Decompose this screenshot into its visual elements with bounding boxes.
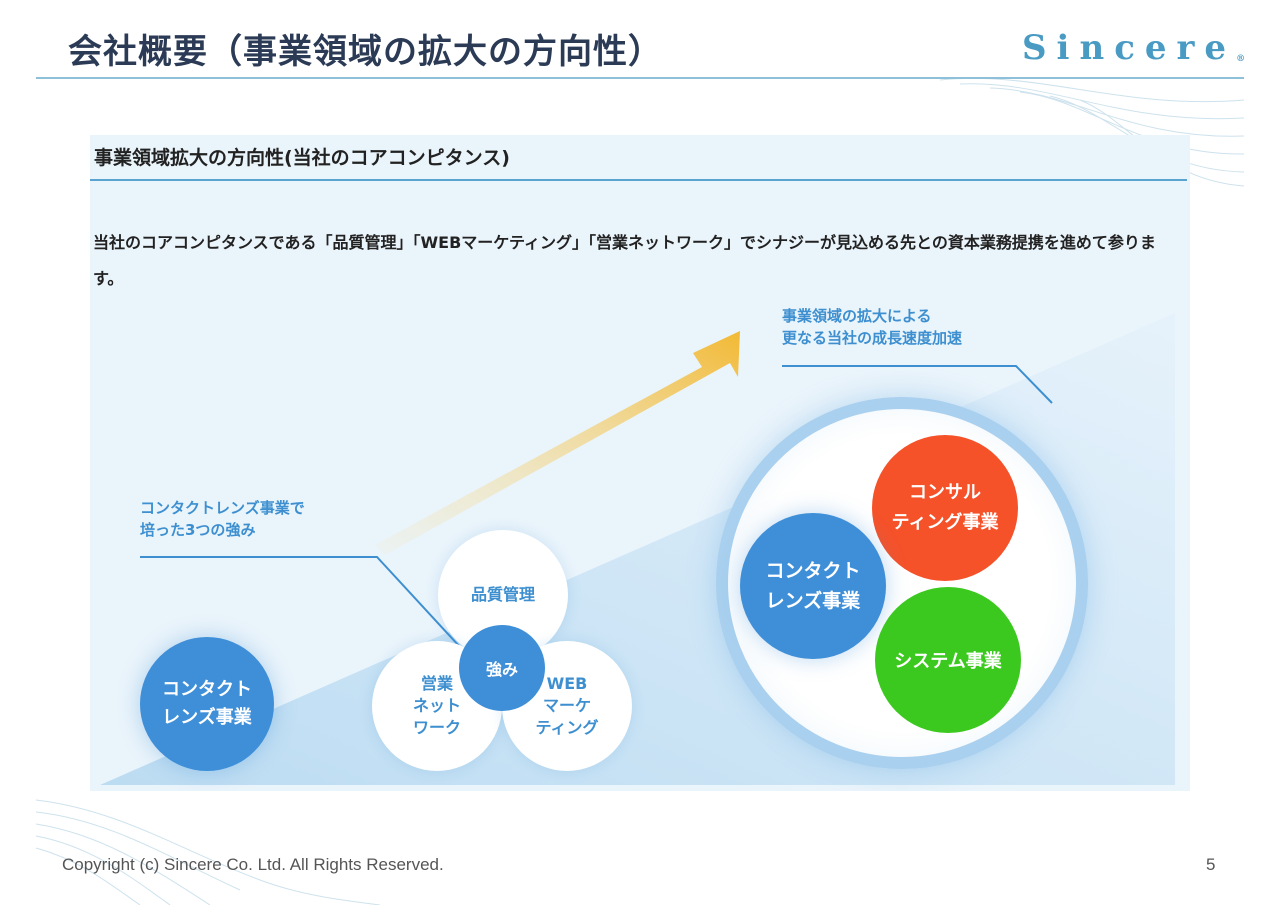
panel-divider bbox=[90, 179, 1187, 181]
company-logo: Sincere® bbox=[1022, 28, 1245, 68]
registered-mark: ® bbox=[1236, 54, 1246, 64]
panel-description: 当社のコアコンピタンスである「品質管理」「WEBマーケティング」「営業ネットワー… bbox=[93, 233, 1156, 288]
core-strength-circle: 強み bbox=[459, 625, 545, 711]
growth-arrow bbox=[375, 331, 740, 555]
content-panel: 事業領域拡大の方向性(当社のコアコンピタンス) 当社のコアコンピタンスである「品… bbox=[90, 135, 1190, 791]
right-contact-lens-circle: コンタクト レンズ事業 bbox=[740, 513, 886, 659]
consulting-business-circle: コンサル ティング事業 bbox=[872, 435, 1018, 581]
left-callout-line bbox=[140, 556, 461, 648]
system-business-circle: システム事業 bbox=[875, 587, 1021, 733]
copyright-text: Copyright (c) Sincere Co. Ltd. All Right… bbox=[62, 855, 444, 874]
right-callout-text: 事業領域の拡大による 更なる当社の成長速度加速 bbox=[782, 307, 963, 347]
page-title: 会社概要（事業領域の拡大の方向性） bbox=[68, 32, 663, 72]
panel-heading: 事業領域拡大の方向性(当社のコアコンピタンス) bbox=[94, 147, 510, 169]
page-number: 5 bbox=[1206, 855, 1216, 874]
header-divider bbox=[36, 77, 1244, 79]
left-callout-text: コンタクトレンズ事業で 培った3つの強み bbox=[140, 499, 305, 539]
right-callout-line bbox=[782, 365, 1053, 404]
logo-text: Sincere bbox=[1022, 28, 1237, 68]
contact-lens-business-circle: コンタクト レンズ事業 bbox=[140, 637, 274, 771]
